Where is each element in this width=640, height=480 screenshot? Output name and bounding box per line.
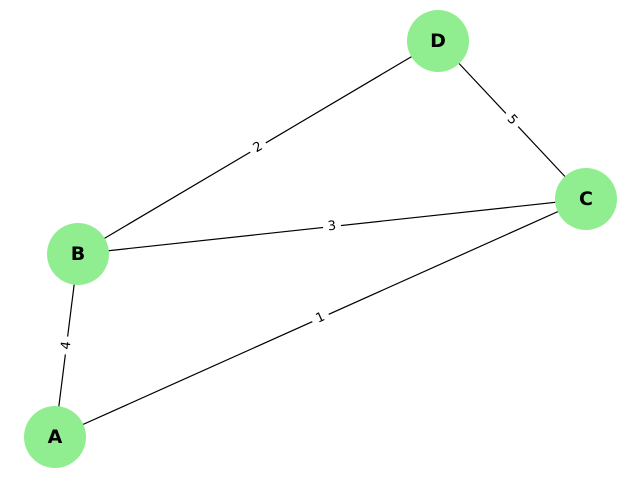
- edge-label-bg-A-B: [56, 335, 77, 356]
- node-B: [47, 223, 109, 285]
- edge-label-group-D-C: 5: [499, 107, 525, 133]
- edge-label-group-B-C: 3: [322, 217, 342, 236]
- node-D: [407, 10, 469, 72]
- edge-label-group-A-B: 4: [56, 335, 77, 356]
- edge-label-group-A-C: 1: [308, 306, 333, 330]
- node-label-A: A: [48, 426, 63, 448]
- edge-label-bg-B-D: [245, 135, 271, 160]
- node-label-B: B: [71, 243, 85, 265]
- edge-label-bg-D-C: [499, 107, 525, 133]
- node-label-D: D: [430, 30, 446, 52]
- edge-label-bg-B-C: [322, 217, 342, 236]
- edge-label-bg-A-C: [308, 306, 333, 330]
- edge-label-group-B-D: 2: [245, 135, 271, 160]
- edge-weight-B-C: 3: [327, 219, 337, 235]
- node-C: [555, 168, 617, 230]
- node-A: [24, 406, 86, 468]
- node-label-C: C: [579, 188, 593, 210]
- edge-weight-A-B: 4: [59, 340, 75, 350]
